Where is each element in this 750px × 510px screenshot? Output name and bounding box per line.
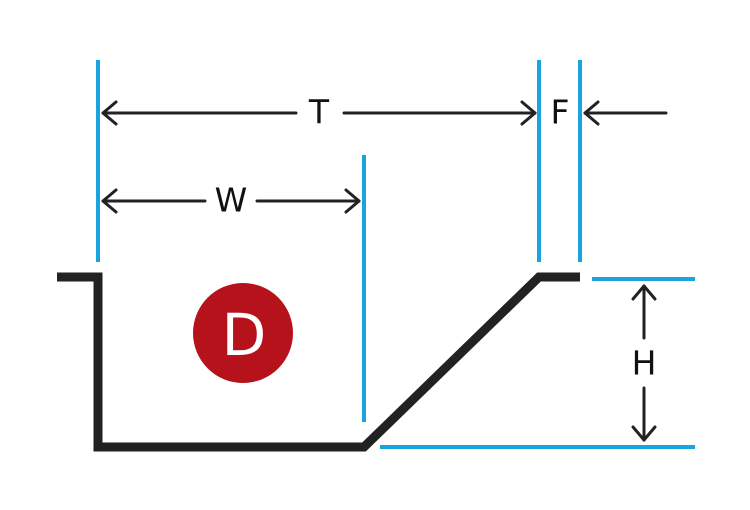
- width-label: W: [215, 181, 248, 220]
- width-dimension-arrow: [101, 188, 361, 214]
- flange-dimension-arrow: [583, 100, 668, 126]
- flange-label: F: [551, 93, 570, 132]
- total-label: T: [308, 93, 330, 132]
- badge-circle: [193, 283, 293, 383]
- badge-label: D: [222, 301, 267, 369]
- height-dimension-arrow: [631, 284, 657, 442]
- trench-profile-outline: [57, 272, 580, 452]
- height-label: H: [632, 344, 657, 383]
- total-dimension-arrow: [101, 100, 537, 126]
